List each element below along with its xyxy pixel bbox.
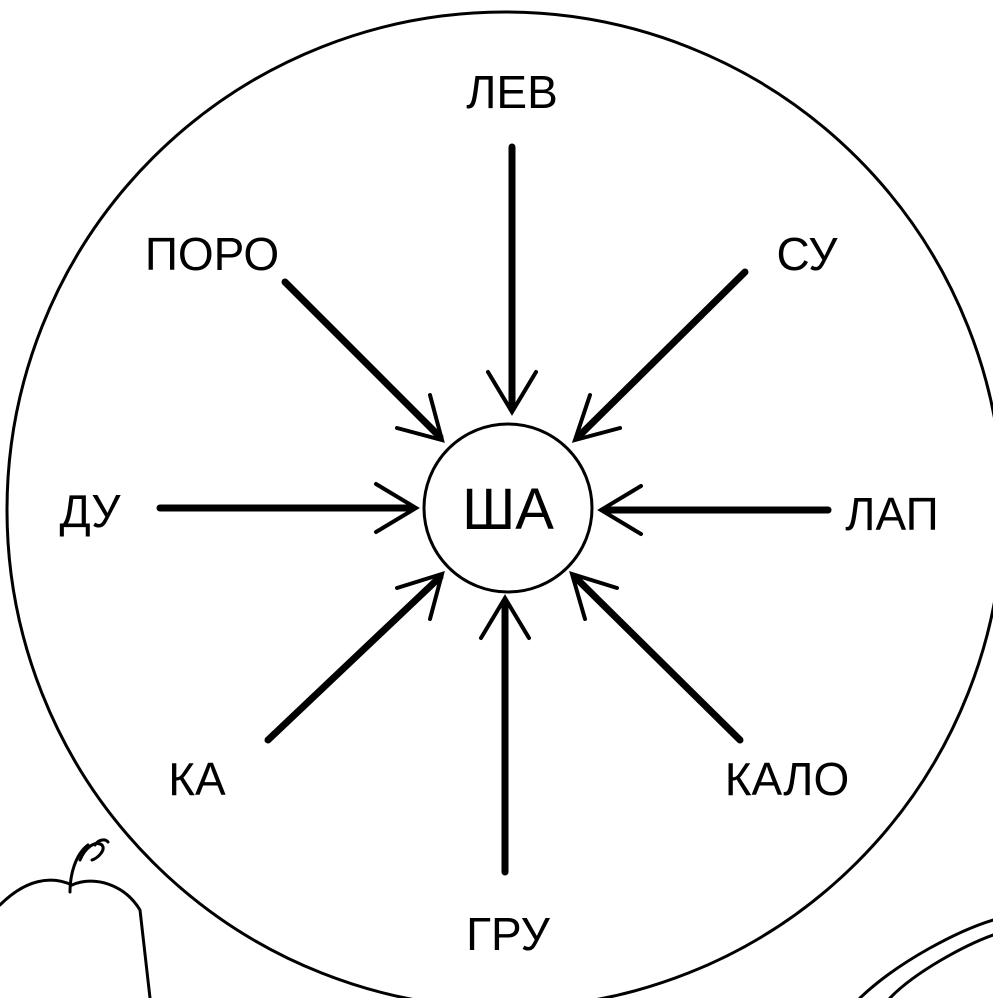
syllable-top: ЛЕВ bbox=[466, 66, 558, 118]
syllable-top-right: СУ bbox=[777, 228, 839, 280]
arrow-from-bottom bbox=[479, 594, 531, 876]
arrow-from-bottom-left bbox=[264, 571, 445, 744]
arrow-from-top bbox=[486, 143, 538, 416]
syllable-bottom-right: КАЛО bbox=[725, 753, 849, 805]
syllable-left: ДУ bbox=[60, 485, 122, 537]
pear-icon bbox=[858, 918, 993, 998]
apple-icon bbox=[0, 838, 152, 998]
arrow-from-left bbox=[156, 482, 420, 534]
arrow-from-right bbox=[597, 484, 832, 536]
syllable-top-left: ПОРО bbox=[145, 228, 279, 280]
arrow-from-top-left bbox=[281, 278, 445, 443]
syllable-bottom-left: КА bbox=[168, 753, 226, 805]
outer-circle bbox=[5, 10, 993, 998]
center-circle bbox=[422, 422, 594, 594]
syllable-right: ЛАП bbox=[845, 488, 938, 540]
syllable-bottom: ГРУ bbox=[466, 908, 551, 960]
arrow-from-bottom-right bbox=[569, 570, 744, 744]
center-syllable: ША bbox=[462, 477, 554, 542]
arrow-from-top-right bbox=[571, 268, 749, 443]
